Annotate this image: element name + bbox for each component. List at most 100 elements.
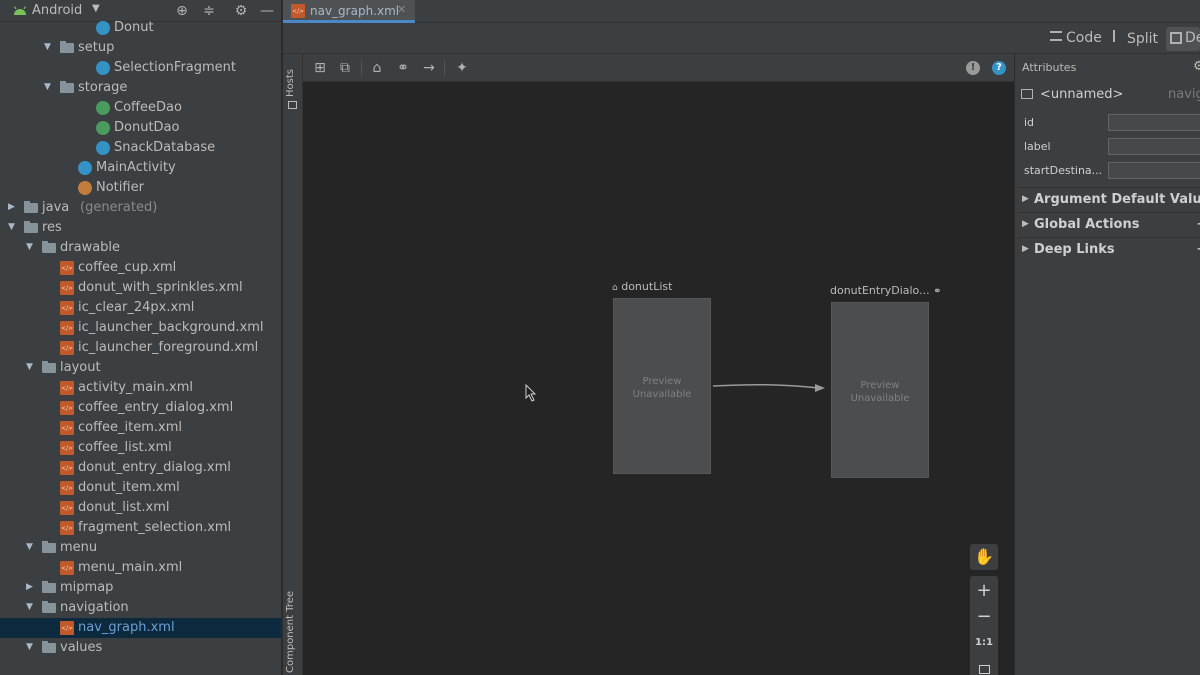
hide-icon[interactable]: — bbox=[260, 3, 274, 19]
xml-file-icon bbox=[60, 281, 74, 295]
tree-folder[interactable]: ▶java(generated) bbox=[0, 198, 281, 218]
split-view-button[interactable]: Split bbox=[1113, 30, 1158, 47]
tree-file[interactable]: nav_graph.xml bbox=[0, 618, 281, 638]
chevron-down-icon[interactable]: ▼ bbox=[44, 82, 51, 92]
tree-file[interactable]: donut_entry_dialog.xml bbox=[0, 458, 281, 478]
tree-folder[interactable]: ▼layout bbox=[0, 358, 281, 378]
tree-file[interactable]: donut_item.xml bbox=[0, 478, 281, 498]
folder-icon bbox=[42, 361, 56, 373]
tree-item-label: values bbox=[60, 640, 103, 655]
tree-folder[interactable]: ▼navigation bbox=[0, 598, 281, 618]
section-deep-links[interactable]: ▶ Deep Links + bbox=[1018, 237, 1200, 261]
gear-icon[interactable]: ⚙ bbox=[234, 3, 248, 19]
navigation-graph-canvas[interactable]: ⌂ donutList Preview Unavailable donutEnt… bbox=[303, 82, 1014, 675]
tree-folder[interactable]: ▼menu bbox=[0, 538, 281, 558]
side-tool-strip: Hosts Component Tree bbox=[283, 53, 303, 675]
link-icon: ⚭ bbox=[933, 286, 942, 297]
zoom-fit-button[interactable] bbox=[970, 656, 998, 675]
tree-file[interactable]: DonutDao bbox=[0, 118, 281, 138]
label-field[interactable] bbox=[1108, 138, 1200, 155]
tree-file[interactable]: coffee_list.xml bbox=[0, 438, 281, 458]
section-global-actions[interactable]: ▶ Global Actions + bbox=[1018, 212, 1200, 236]
pan-hand-button[interactable]: ✋ bbox=[970, 544, 998, 570]
tree-file[interactable]: ic_clear_24px.xml bbox=[0, 298, 281, 318]
class-icon bbox=[96, 21, 110, 35]
warning-icon[interactable]: ! bbox=[966, 61, 980, 75]
add-global-action-button[interactable]: + bbox=[1196, 214, 1200, 233]
auto-arrange-icon[interactable]: ✦ bbox=[456, 60, 468, 76]
tree-file[interactable]: menu_main.xml bbox=[0, 558, 281, 578]
tree-folder[interactable]: ▼storage bbox=[0, 78, 281, 98]
class-icon bbox=[96, 61, 110, 75]
chevron-right-icon: ▶ bbox=[1022, 194, 1029, 204]
chevron-down-icon[interactable]: ▼ bbox=[92, 3, 100, 14]
project-view-selector[interactable]: Android bbox=[32, 3, 83, 18]
tree-file[interactable]: Donut bbox=[0, 18, 281, 38]
tree-file[interactable]: coffee_item.xml bbox=[0, 418, 281, 438]
tree-folder[interactable]: ▼drawable bbox=[0, 238, 281, 258]
chevron-down-icon[interactable]: ▼ bbox=[8, 222, 15, 232]
help-icon[interactable]: ? bbox=[992, 61, 1006, 75]
tree-item-label: CoffeeDao bbox=[114, 100, 182, 115]
chevron-down-icon[interactable]: ▼ bbox=[26, 362, 33, 372]
section-argument-default-values[interactable]: ▶ Argument Default Value bbox=[1018, 187, 1200, 211]
chevron-down-icon[interactable]: ▼ bbox=[26, 542, 33, 552]
locate-icon[interactable]: ⊕ bbox=[176, 3, 188, 19]
chevron-right-icon[interactable]: ▶ bbox=[8, 202, 15, 212]
chevron-down-icon[interactable]: ▼ bbox=[26, 242, 33, 252]
tree-file[interactable]: coffee_cup.xml bbox=[0, 258, 281, 278]
code-view-label: Code bbox=[1066, 30, 1102, 46]
chevron-down-icon[interactable]: ▼ bbox=[26, 642, 33, 652]
nested-graph-icon[interactable]: ⧉ bbox=[340, 60, 350, 76]
action-arrow[interactable] bbox=[711, 378, 827, 398]
design-view-button[interactable]: De bbox=[1166, 27, 1200, 51]
tree-file[interactable]: ic_launcher_background.xml bbox=[0, 318, 281, 338]
class-icon bbox=[96, 141, 110, 155]
close-icon[interactable]: ✕ bbox=[397, 3, 407, 16]
arrow-right-icon[interactable]: → bbox=[423, 60, 435, 76]
tree-file[interactable]: Notifier bbox=[0, 178, 281, 198]
tree-file[interactable]: coffee_entry_dialog.xml bbox=[0, 398, 281, 418]
xml-file-icon bbox=[60, 421, 74, 435]
destination-donutlist[interactable]: Preview Unavailable bbox=[613, 298, 711, 474]
tree-folder[interactable]: ▶mipmap bbox=[0, 578, 281, 598]
chevron-down-icon[interactable]: ▼ bbox=[26, 602, 33, 612]
tree-file[interactable]: fragment_selection.xml bbox=[0, 518, 281, 538]
new-destination-icon[interactable]: ⊞ bbox=[314, 60, 326, 76]
hosts-tool-button[interactable]: Hosts bbox=[285, 69, 296, 97]
gear-icon[interactable]: ⚙ bbox=[1193, 59, 1200, 74]
link-icon[interactable]: ⚭ bbox=[397, 60, 409, 76]
zoom-out-button[interactable]: − bbox=[970, 604, 998, 630]
component-name: <unnamed> bbox=[1040, 87, 1124, 102]
design-view-icon bbox=[1170, 32, 1182, 44]
interface-icon bbox=[96, 121, 110, 135]
chevron-right-icon[interactable]: ▶ bbox=[26, 582, 33, 592]
id-field[interactable] bbox=[1108, 114, 1200, 131]
section-label: Global Actions bbox=[1034, 217, 1140, 232]
zoom-in-button[interactable]: + bbox=[970, 578, 998, 604]
tree-file[interactable]: MainActivity bbox=[0, 158, 281, 178]
tree-folder[interactable]: ▼res bbox=[0, 218, 281, 238]
component-tree-tool-button[interactable]: Component Tree bbox=[285, 590, 296, 673]
code-view-button[interactable]: Code bbox=[1050, 30, 1102, 46]
folder-icon bbox=[42, 581, 56, 593]
tree-file[interactable]: donut_with_sprinkles.xml bbox=[0, 278, 281, 298]
tree-folder[interactable]: ▼setup bbox=[0, 38, 281, 58]
hosts-icon bbox=[288, 101, 297, 109]
tree-file[interactable]: activity_main.xml bbox=[0, 378, 281, 398]
tab-nav-graph[interactable]: nav_graph.xml ✕ bbox=[283, 0, 415, 23]
home-icon[interactable]: ⌂ bbox=[372, 60, 382, 76]
tree-folder[interactable]: ▼ values bbox=[0, 638, 281, 658]
tree-file[interactable]: donut_list.xml bbox=[0, 498, 281, 518]
tree-file[interactable]: CoffeeDao bbox=[0, 98, 281, 118]
start-destination-field[interactable] bbox=[1108, 162, 1200, 179]
destination-donutentrydialog[interactable]: Preview Unavailable bbox=[831, 302, 929, 478]
tree-file[interactable]: ic_launcher_foreground.xml bbox=[0, 338, 281, 358]
collapse-all-icon[interactable]: ≑ bbox=[203, 3, 215, 19]
tree-file[interactable]: SnackDatabase bbox=[0, 138, 281, 158]
chevron-down-icon[interactable]: ▼ bbox=[44, 42, 51, 52]
zoom-actual-size-button[interactable]: 1:1 bbox=[970, 630, 998, 656]
tree-file[interactable]: SelectionFragment bbox=[0, 58, 281, 78]
add-deep-link-button[interactable]: + bbox=[1196, 239, 1200, 258]
